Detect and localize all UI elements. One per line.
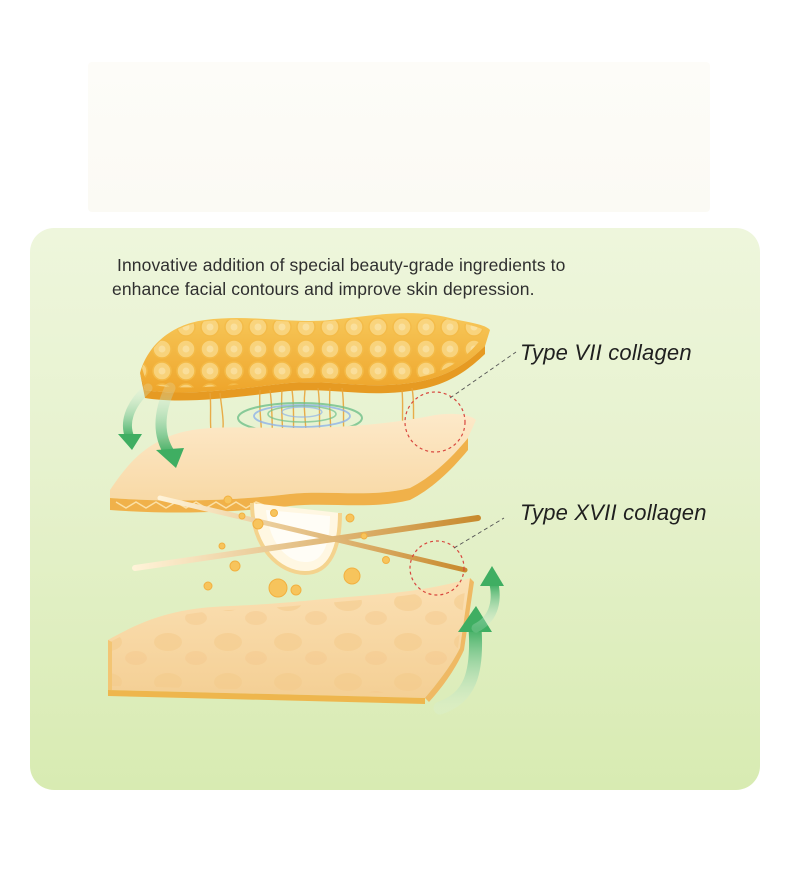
label-type-vii-collagen: Type VII collagen bbox=[520, 340, 692, 365]
label-type-xvii-collagen: Type XVII collagen bbox=[520, 500, 707, 525]
headline-line-2: enhance facial contours and improve skin… bbox=[112, 279, 535, 299]
info-panel: Innovative addition of special beauty-gr… bbox=[30, 228, 760, 790]
ingredient-bubbles bbox=[203, 495, 390, 598]
leader-lines bbox=[449, 351, 517, 549]
collagen-rods bbox=[132, 495, 481, 573]
headline: Innovative addition of special beauty-gr… bbox=[112, 253, 712, 301]
base-skin-layer bbox=[108, 578, 474, 704]
top-skin-layer bbox=[140, 313, 490, 401]
headline-line-1: Innovative addition of special beauty-gr… bbox=[117, 255, 566, 275]
faded-banner bbox=[88, 62, 710, 212]
green-arrows bbox=[118, 382, 504, 715]
highlight-callouts bbox=[404, 391, 466, 596]
skin-layers-diagram bbox=[108, 313, 517, 715]
